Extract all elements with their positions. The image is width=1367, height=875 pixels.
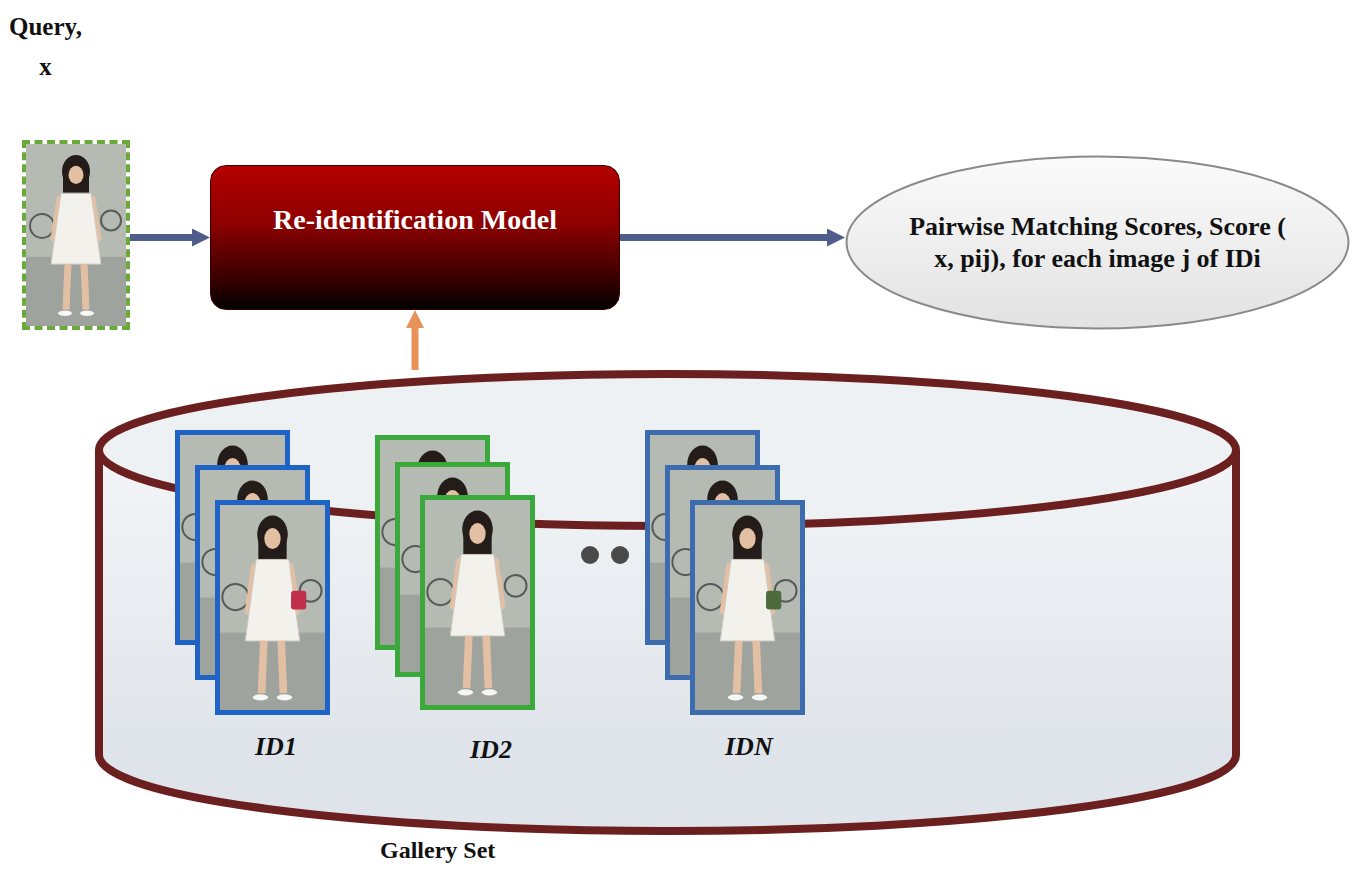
leg bbox=[66, 264, 68, 310]
stack-node: IDN bbox=[645, 430, 805, 715]
cylinder-wall bbox=[99, 450, 1236, 831]
bicycle-wheel bbox=[697, 584, 723, 610]
leg bbox=[262, 641, 264, 693]
flow-arrow bbox=[620, 234, 827, 241]
image-frame bbox=[423, 498, 533, 708]
illustration-g bbox=[26, 144, 126, 326]
face bbox=[469, 523, 485, 544]
query-heading: Query, x bbox=[9, 7, 82, 87]
bicycle-wheel bbox=[222, 584, 248, 610]
face bbox=[739, 528, 755, 549]
shoe bbox=[277, 694, 292, 700]
query-node: Query, x bbox=[22, 140, 130, 330]
model-label: Re-identification Model bbox=[273, 204, 557, 236]
bicycle-wheel bbox=[505, 575, 527, 597]
gallery-node: Gallery SetID1ID2IDN bbox=[95, 370, 1240, 835]
image-stack bbox=[375, 435, 535, 710]
bag bbox=[291, 591, 306, 610]
dress bbox=[450, 554, 505, 636]
leg bbox=[281, 641, 283, 693]
bicycle-wheel bbox=[427, 579, 453, 605]
query-photo bbox=[26, 144, 126, 326]
leg bbox=[756, 641, 758, 693]
hair bbox=[462, 511, 493, 549]
gallery-image bbox=[693, 503, 803, 713]
stack-node: ID1 bbox=[175, 430, 330, 715]
shoe bbox=[458, 689, 473, 695]
hair bbox=[62, 155, 90, 188]
ellipse-outline bbox=[845, 155, 1350, 330]
face bbox=[69, 166, 84, 184]
bag bbox=[766, 591, 781, 610]
leg bbox=[486, 636, 488, 688]
bicycle-wheel bbox=[101, 210, 121, 230]
model-node: Re-identification Model bbox=[210, 165, 620, 310]
shoe bbox=[58, 311, 72, 316]
hair bbox=[732, 516, 763, 554]
photo-background bbox=[423, 498, 532, 707]
photo-background bbox=[218, 503, 327, 712]
hair bbox=[257, 516, 288, 554]
shoe bbox=[253, 694, 268, 700]
shoe bbox=[728, 694, 743, 700]
identity-label: ID1 bbox=[255, 732, 297, 762]
photo-background bbox=[693, 503, 802, 712]
shoe bbox=[752, 694, 767, 700]
image-frame bbox=[218, 503, 328, 713]
ellipse-node: Pairwise Matching Scores, Score ( x, pij… bbox=[845, 155, 1350, 330]
photo-ground bbox=[423, 628, 532, 707]
bicycle-wheel bbox=[30, 214, 54, 238]
ellipsis-dot bbox=[611, 546, 629, 564]
photo-ground bbox=[693, 633, 802, 712]
stack-node: ID2 bbox=[375, 435, 535, 710]
leg bbox=[467, 636, 469, 688]
image-stack bbox=[645, 430, 805, 715]
image-frame bbox=[693, 503, 803, 713]
shoe bbox=[80, 311, 94, 316]
leg bbox=[84, 264, 86, 310]
flow-arrow bbox=[130, 234, 192, 241]
face bbox=[264, 528, 280, 549]
identity-label: ID2 bbox=[470, 735, 512, 765]
shoe bbox=[482, 689, 497, 695]
output-label: Pairwise Matching Scores, Score ( x, pij… bbox=[900, 211, 1295, 273]
image-stack bbox=[175, 430, 330, 715]
gallery-image bbox=[218, 503, 328, 713]
flow-arrow bbox=[412, 328, 419, 370]
ellipse-shape bbox=[847, 157, 1349, 329]
identity-label: IDN bbox=[725, 732, 773, 762]
dress bbox=[51, 193, 101, 264]
photo-background bbox=[26, 144, 126, 326]
ellipsis-dot bbox=[581, 546, 599, 564]
leg bbox=[737, 641, 739, 693]
gallery-image bbox=[423, 498, 533, 708]
photo-ground bbox=[26, 257, 126, 326]
gallery-caption: Gallery Set bbox=[380, 837, 495, 864]
photo-ground bbox=[218, 633, 327, 712]
